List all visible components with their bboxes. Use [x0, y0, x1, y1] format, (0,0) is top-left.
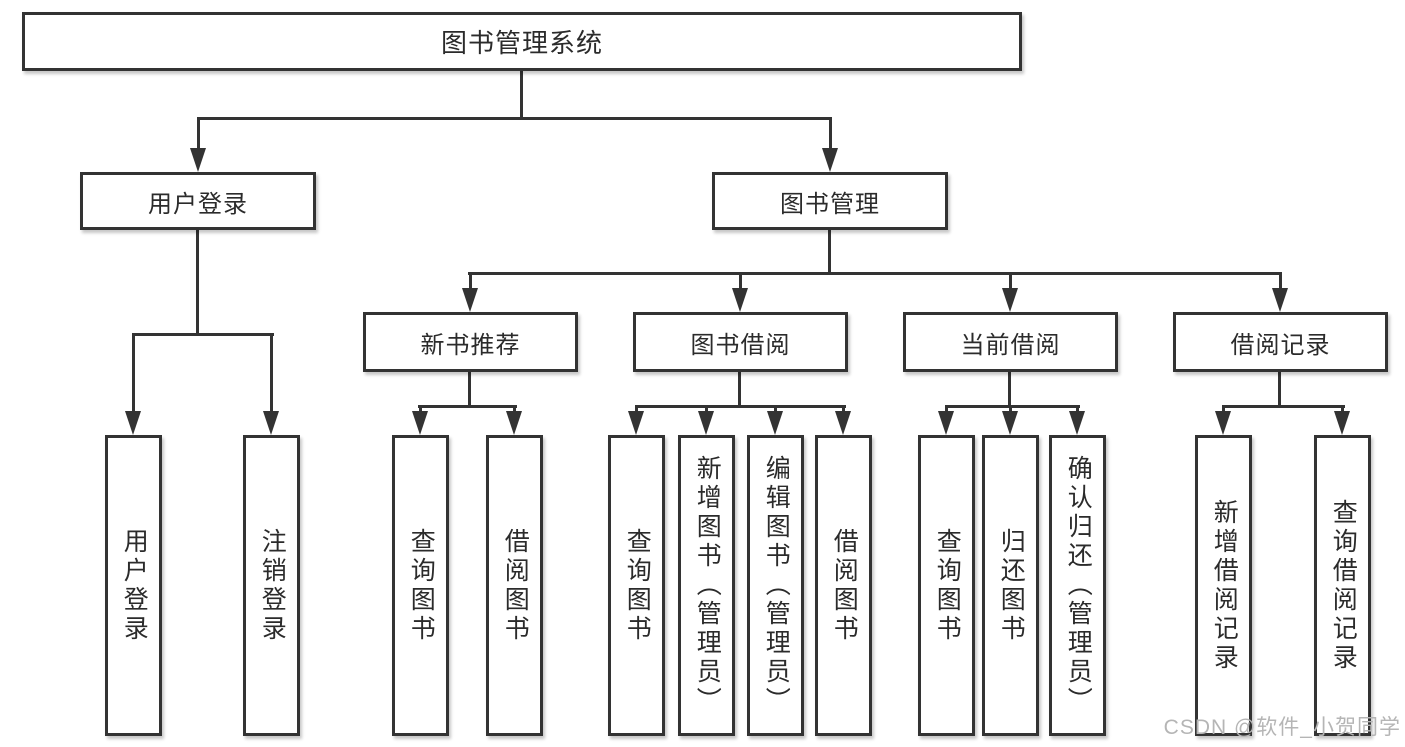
arrow-to-login-leaf-1 — [125, 333, 142, 435]
node-new-books: 新书推荐 — [363, 312, 578, 372]
leaf-newbooks-query: 查询图书 — [392, 435, 449, 736]
arrow-group0-leaf2 — [506, 405, 523, 435]
arrow-group2-leaf1 — [938, 405, 955, 435]
leaf-user-login: 用户登录 — [105, 435, 162, 736]
node-book-mgmt: 图书管理 — [712, 172, 948, 230]
connector-login-branch — [132, 333, 274, 336]
node-book-mgmt-label: 图书管理 — [780, 190, 880, 218]
arrow-group3-leaf1 — [1215, 405, 1232, 435]
leaf-logout-label: 注销登录 — [258, 527, 287, 644]
node-user-login-label: 用户登录 — [148, 190, 248, 218]
connector-group3-branch — [1222, 405, 1345, 408]
arrow-group2-leaf3 — [1069, 405, 1086, 435]
connector-group3-drop — [1278, 372, 1281, 408]
leaf-borrow-book-label: 借阅图书 — [830, 527, 859, 644]
node-new-books-label: 新书推荐 — [420, 331, 521, 359]
arrow-to-current-borrow — [1002, 272, 1019, 312]
connector-login-drop — [196, 230, 199, 333]
connector-mgmt-drop — [828, 230, 831, 272]
connector-group2-branch — [945, 405, 1080, 408]
arrow-group1-leaf2 — [698, 405, 715, 435]
leaf-borrow-add-admin-label: 新增图书（管理员） — [693, 455, 722, 716]
arrow-group3-leaf2 — [1334, 405, 1351, 435]
connector-group0-branch — [418, 405, 517, 408]
connector-level3-branch — [468, 272, 1281, 275]
node-borrow-records-label: 借阅记录 — [1230, 331, 1331, 359]
leaf-newbooks-query-label: 查询图书 — [407, 527, 436, 644]
leaf-newbooks-borrow-label: 借阅图书 — [501, 527, 530, 644]
leaf-record-add-label: 新增借阅记录 — [1210, 498, 1239, 673]
leaf-current-confirm-admin: 确认归还（管理员） — [1049, 435, 1106, 736]
arrow-to-user-login — [190, 117, 207, 172]
leaf-borrow-edit-admin: 编辑图书（管理员） — [747, 435, 804, 736]
arrow-group1-leaf4 — [835, 405, 852, 435]
connector-group1-branch — [635, 405, 846, 408]
leaf-current-return: 归还图书 — [982, 435, 1039, 736]
connector-group2-drop — [1008, 372, 1011, 408]
connector-level2-branch — [197, 117, 832, 120]
arrow-to-book-mgmt — [822, 117, 839, 172]
arrow-to-new-books — [462, 272, 479, 312]
leaf-borrow-query: 查询图书 — [608, 435, 665, 736]
leaf-record-add: 新增借阅记录 — [1195, 435, 1252, 736]
leaf-newbooks-borrow: 借阅图书 — [486, 435, 543, 736]
leaf-current-query-label: 查询图书 — [933, 527, 962, 644]
leaf-current-confirm-admin-label: 确认归还（管理员） — [1064, 455, 1093, 716]
arrow-group1-leaf3 — [767, 405, 784, 435]
connector-group1-drop — [738, 372, 741, 408]
csdn-watermark: CSDN @软件_小贺同学 — [1163, 716, 1401, 739]
arrow-group2-leaf2 — [1002, 405, 1019, 435]
node-borrow-records: 借阅记录 — [1173, 312, 1388, 372]
leaf-borrow-edit-admin-label: 编辑图书（管理员） — [762, 455, 791, 716]
node-book-borrow-label: 图书借阅 — [690, 331, 791, 359]
leaf-borrow-add-admin: 新增图书（管理员） — [678, 435, 735, 736]
node-current-borrow: 当前借阅 — [903, 312, 1118, 372]
arrow-group0-leaf1 — [412, 405, 429, 435]
leaf-record-query: 查询借阅记录 — [1314, 435, 1371, 736]
connector-group0-drop — [468, 372, 471, 408]
arrow-group1-leaf1 — [628, 405, 645, 435]
leaf-current-return-label: 归还图书 — [997, 527, 1026, 644]
leaf-borrow-query-label: 查询图书 — [623, 527, 652, 644]
leaf-record-query-label: 查询借阅记录 — [1329, 498, 1358, 673]
leaf-borrow-book: 借阅图书 — [815, 435, 872, 736]
node-user-login: 用户登录 — [80, 172, 316, 230]
node-current-borrow-label: 当前借阅 — [960, 331, 1061, 359]
node-root-label: 图书管理系统 — [440, 28, 603, 58]
arrow-to-login-leaf-2 — [263, 333, 280, 435]
leaf-logout: 注销登录 — [243, 435, 300, 736]
node-book-borrow: 图书借阅 — [633, 312, 848, 372]
arrow-to-book-borrow — [732, 272, 749, 312]
leaf-user-login-label: 用户登录 — [120, 527, 149, 644]
connector-root-drop — [520, 71, 523, 118]
leaf-current-query: 查询图书 — [918, 435, 975, 736]
arrow-to-borrow-records — [1272, 272, 1289, 312]
node-root: 图书管理系统 — [22, 12, 1022, 71]
